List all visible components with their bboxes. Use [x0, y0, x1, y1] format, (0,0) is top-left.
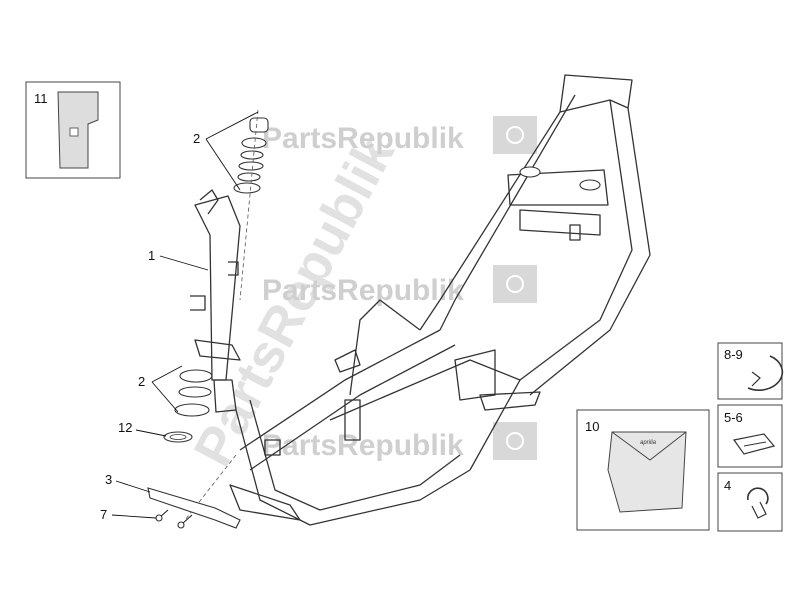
- watermark-row-3: PartsRepublik: [262, 422, 537, 462]
- gear-icon: [506, 275, 524, 293]
- watermark-text-1: PartsRepublik: [262, 122, 464, 155]
- callout-2-lower[interactable]: 2: [138, 365, 183, 413]
- callout-2-upper-label: 2: [193, 131, 200, 146]
- gear-icon: [506, 126, 524, 144]
- hose-clamp-screw: [751, 501, 767, 519]
- callout-12-label: 12: [118, 420, 132, 435]
- box-10-label: 10: [585, 419, 599, 434]
- watermark-flag-icon: [493, 422, 537, 460]
- axis-dashline-upper: [239, 109, 259, 301]
- watermark-text-3: PartsRepublik: [262, 429, 464, 462]
- callout-1-label: 1: [148, 248, 155, 263]
- callout-3-label: 3: [105, 472, 112, 487]
- watermark-row-2: PartsRepublik: [262, 265, 537, 307]
- document-bag-icon: [607, 431, 687, 513]
- callout-1[interactable]: 1: [148, 248, 209, 271]
- callout-12[interactable]: 12: [118, 420, 167, 437]
- box-5-6-label: 5-6: [724, 410, 743, 425]
- callout-3[interactable]: 3: [105, 472, 151, 493]
- manual-sheet-window: [69, 127, 79, 137]
- watermark-row-1: PartsRepublik: [262, 116, 537, 155]
- clamp-ring-icon: [747, 355, 784, 391]
- clamp-screw-icon: [751, 371, 761, 387]
- box-8-9-label: 8-9: [724, 347, 743, 362]
- box-11[interactable]: 11: [25, 81, 121, 179]
- screw-part-7a[interactable]: [155, 509, 169, 522]
- callout-7-label: 7: [100, 507, 107, 522]
- document-bag-flap: [611, 431, 687, 461]
- front-frame-part-1[interactable]: [190, 189, 241, 413]
- callout-2-upper[interactable]: 2: [193, 111, 259, 191]
- box-8-9[interactable]: 8-9: [717, 342, 784, 400]
- bracket-part-3[interactable]: [147, 487, 241, 529]
- box-5-6[interactable]: 5-6: [717, 404, 783, 468]
- callout-2-lower-label: 2: [138, 374, 145, 389]
- clip-slot: [743, 441, 767, 447]
- bearing-ring-12[interactable]: [163, 431, 193, 443]
- watermark-flag-icon: [493, 116, 537, 154]
- document-bag-logo: aprilia: [640, 440, 657, 446]
- bearing-stack-lower[interactable]: [174, 369, 213, 417]
- watermark-flag-icon: [493, 265, 537, 303]
- box-4-label: 4: [724, 478, 731, 493]
- watermark-text-2: PartsRepublik: [262, 274, 464, 307]
- box-11-label: 11: [34, 91, 48, 106]
- box-4[interactable]: 4: [717, 472, 783, 532]
- main-frame[interactable]: [229, 74, 651, 526]
- callout-7[interactable]: 7: [100, 507, 157, 522]
- box-10[interactable]: 10 aprilia: [576, 409, 710, 531]
- hose-clamp-icon: [747, 487, 769, 505]
- screw-part-7b[interactable]: [177, 514, 193, 529]
- gear-icon: [506, 432, 524, 450]
